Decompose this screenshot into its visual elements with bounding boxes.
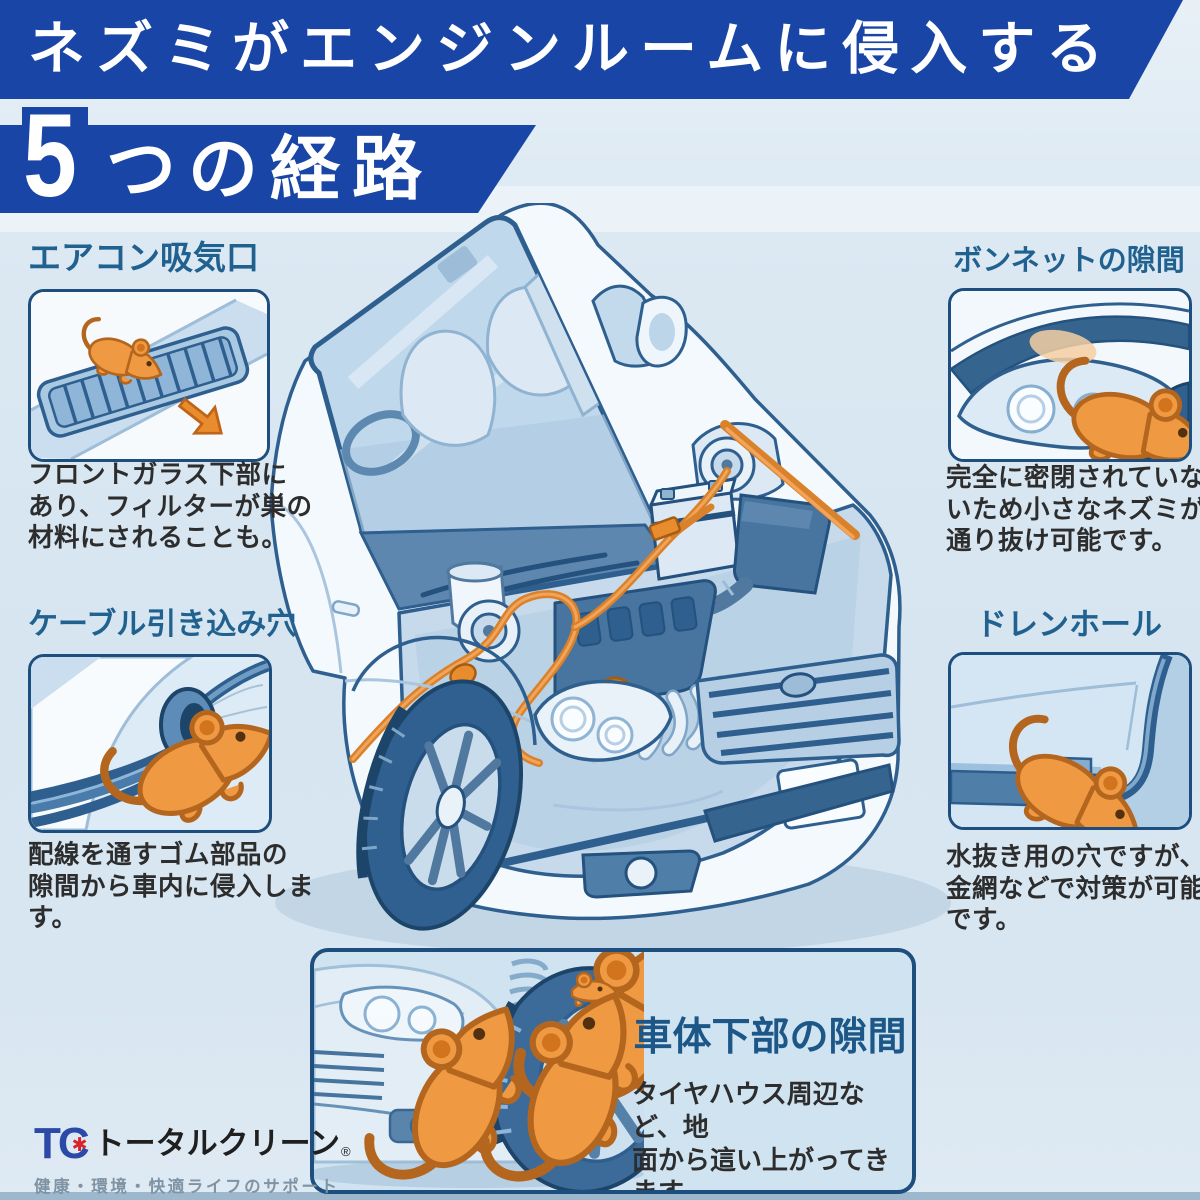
drain-hole-icon [951, 655, 1189, 827]
bonnet-figure [948, 288, 1192, 462]
section-title-drain: ドレンホール [976, 607, 1162, 642]
section-body-underbody: タイヤハウス周辺など、地 面から這い上がってきます。 [632, 1079, 890, 1194]
arrow-icon [177, 397, 223, 435]
section-title-aircon: エアコン吸気口 [28, 239, 259, 276]
section-body-bonnet: 完全に密閉されていな いため小さなネズミが 通り抜け可能です。 [946, 464, 1200, 556]
bottom-edge-strip [0, 1192, 1200, 1200]
cable-grommet-icon [31, 657, 269, 830]
section-body-aircon: フロントガラス下部に あり、フィルターが巣の 材料にされることも。 [28, 461, 313, 553]
registered-trademark: ® [341, 1144, 351, 1159]
section-body-cable: 配線を通すゴム部品の 隙間から車内に侵入します。 [28, 841, 315, 933]
section-title-underbody: 車体下部の隙間 [633, 1016, 907, 1059]
bonnet-gap-icon [951, 291, 1189, 459]
mouse-ghost [1029, 329, 1097, 365]
car-cutaway-icon [269, 201, 951, 955]
logo-red-star-icon: ✱ [71, 1135, 88, 1156]
route-count: 5 [23, 90, 77, 222]
header-banner: ネズミがエンジンルームに侵入する [0, 0, 1183, 99]
company-logo: TC ✱ トータルクリーン ® 健康・環境・快適ライフのサポート [34, 1122, 351, 1197]
mouse-peeking-icon [570, 971, 618, 1009]
section-title-bonnet: ボンネットの隙間 [953, 245, 1185, 277]
aircon-figure [28, 289, 270, 462]
cable-figure [28, 654, 272, 833]
section-title-cable: ケーブル引き込み穴 [28, 608, 297, 641]
subheader-banner: つの経路 [0, 125, 536, 213]
underbody-tire-icon [314, 952, 644, 1190]
logo-tagline: 健康・環境・快適ライフのサポート [34, 1178, 340, 1196]
aircon-vent-icon [31, 292, 267, 459]
engine-bay-car-illustration [253, 201, 953, 978]
drain-figure [948, 652, 1192, 830]
logo-tc-mark: TC [34, 1119, 90, 1168]
section-body-drain: 水抜き用の穴ですが、 金網などで対策が可能 です。 [946, 843, 1200, 935]
logo-company-name: トータルクリーン [93, 1126, 341, 1161]
underbody-text: 車体下部の隙間 タイヤハウス周辺など、地 面から這い上がってきます。 [632, 1006, 908, 1194]
count-suffix: つの経路 [106, 130, 434, 208]
underbody-section-box: 車体下部の隙間 タイヤハウス周辺など、地 面から這い上がってきます。 [310, 948, 916, 1194]
page-title: ネズミがエンジンルームに侵入する [28, 17, 1115, 81]
